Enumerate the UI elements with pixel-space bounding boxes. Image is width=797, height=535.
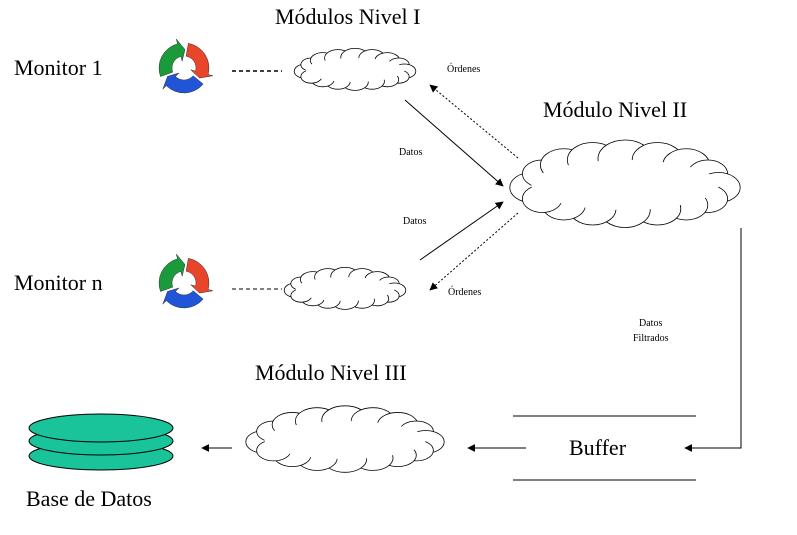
ordenes-bottom-arrow xyxy=(429,212,519,291)
buffer-label: Buffer xyxy=(569,435,627,460)
ordenes-top-label: Órdenes xyxy=(447,64,481,75)
base-de-datos-label: Base de Datos xyxy=(26,486,152,511)
datos-filtrados-label-line2: Filtrados xyxy=(633,333,669,344)
modulo-nivel-3-cloud-icon xyxy=(246,406,444,473)
monitor-1-cycle-arrows-icon xyxy=(158,38,214,94)
monitor-n-cycle-arrows-icon xyxy=(158,253,214,309)
datos-bottom-label: Datos xyxy=(403,216,427,227)
datos-top-label: Datos xyxy=(399,147,423,158)
modulo-nivel-1-bottom-cloud-icon xyxy=(284,267,406,309)
datos-filtrados-label-line1: Datos xyxy=(639,318,663,329)
modulo-nivel-2-cloud-icon xyxy=(510,140,740,228)
monitor-1-label: Monitor 1 xyxy=(14,55,103,80)
ordenes-bottom-label: Órdenes xyxy=(448,287,482,298)
filtered-data-path xyxy=(684,228,742,452)
monitor-n-label: Monitor n xyxy=(14,270,103,295)
modulo-nivel-2-label: Módulo Nivel II xyxy=(543,97,688,122)
database-stacked-disk-icon xyxy=(28,413,174,471)
modulos-nivel-1-cloud-icon xyxy=(294,48,416,90)
modulo-nivel-3-label: Módulo Nivel III xyxy=(255,360,407,385)
ordenes-top-arrow xyxy=(429,84,519,159)
modulos-nivel-1-label: Módulos Nivel I xyxy=(275,4,421,29)
datos-top-arrow xyxy=(404,99,504,187)
datos-bottom-arrow xyxy=(419,201,504,261)
